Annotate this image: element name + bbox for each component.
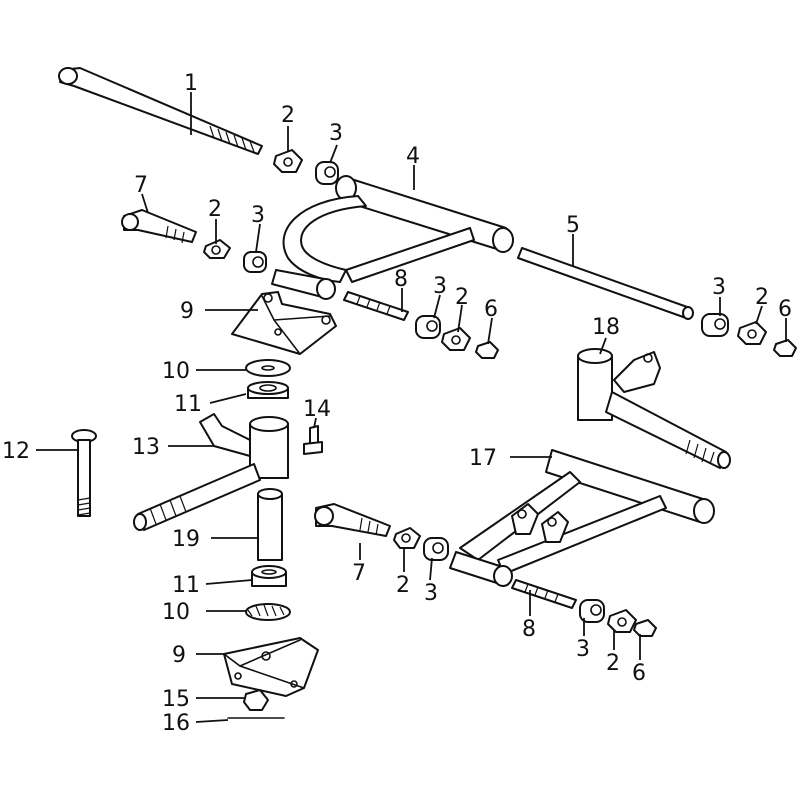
part-2-washer-lower-b (607, 609, 637, 633)
callout-7: 7 (352, 561, 366, 586)
callout-2: 2 (606, 651, 620, 676)
callout-14: 14 (303, 397, 331, 422)
part-8-pin-upper (343, 291, 409, 321)
part-3-bushing-mid (415, 315, 441, 339)
callout-8: 8 (394, 267, 408, 292)
part-6-nut-mid (475, 341, 499, 359)
callout-19: 19 (172, 527, 200, 552)
callout-2: 2 (208, 197, 222, 222)
part-5-shaft (517, 247, 694, 320)
callout-3: 3 (576, 637, 590, 662)
part-1-long-bolt (58, 67, 263, 155)
part-3-bushing-upper-a (315, 161, 339, 185)
part-2-washer-right (737, 321, 767, 345)
callout-9: 9 (172, 643, 186, 668)
callout-3: 3 (712, 275, 726, 300)
part-19-sleeve (257, 488, 283, 561)
callout-17: 17 (469, 446, 497, 471)
part-12-vertical-bolt (71, 429, 97, 517)
part-3-bushing-upper-b (243, 251, 267, 273)
callout-10: 10 (162, 359, 190, 384)
part-2-washer-mid (441, 327, 471, 351)
part-9-bracket-lower (223, 637, 319, 697)
part-6-nut-right (773, 339, 797, 357)
part-10-washer-upper (245, 359, 291, 377)
part-14-screw (303, 425, 323, 455)
callout-11: 11 (174, 392, 202, 417)
callout-5: 5 (566, 213, 580, 238)
part-17-lower-arm (449, 449, 715, 587)
part-18-spindle (577, 348, 731, 469)
part-3-bushing-lower-a (423, 537, 449, 561)
callout-3: 3 (251, 203, 265, 228)
leader-lines (36, 92, 787, 723)
part-13-pivot-tube (133, 413, 289, 531)
part-8-pin-lower (511, 579, 577, 609)
callout-16: 16 (162, 711, 190, 736)
part-3-bushing-right (701, 313, 729, 337)
callout-6: 6 (484, 297, 498, 322)
callout-3: 3 (329, 121, 343, 146)
callout-2: 2 (281, 103, 295, 128)
callout-13: 13 (132, 435, 160, 460)
callout-2: 2 (755, 285, 769, 310)
part-7-bolt-upper (121, 209, 197, 244)
callout-2: 2 (396, 573, 410, 598)
callout-8: 8 (522, 617, 536, 642)
callout-18: 18 (592, 315, 620, 340)
callout-3: 3 (433, 274, 447, 299)
callout-10: 10 (162, 600, 190, 625)
part-15-nut (243, 689, 269, 711)
part-2-washer-lower-a (393, 527, 421, 549)
part-10-washer-lower (245, 603, 291, 621)
callout-9: 9 (180, 299, 194, 324)
callout-12: 12 (2, 439, 30, 464)
part-6-nut-lower (633, 619, 657, 637)
part-11-bushing-lower (251, 565, 287, 587)
callout-numbers: 1 2 3 4 7 2 3 5 8 3 2 6 3 2 6 9 18 10 11… (2, 71, 792, 736)
callout-1: 1 (184, 71, 198, 96)
part-2-washer-upper-b (203, 239, 231, 259)
callout-4: 4 (406, 144, 420, 169)
part-4-upper-arm (271, 175, 514, 300)
callout-3: 3 (424, 581, 438, 606)
callout-2: 2 (455, 285, 469, 310)
part-7-bolt-lower (314, 503, 391, 537)
callout-7: 7 (134, 173, 148, 198)
callout-6: 6 (778, 297, 792, 322)
callout-6: 6 (632, 661, 646, 686)
part-3-bushing-lower-b (579, 599, 605, 623)
part-11-bushing-upper (247, 381, 289, 399)
part-2-washer-upper-a (273, 149, 303, 173)
callout-15: 15 (162, 687, 190, 712)
part-9-bracket-upper (231, 291, 337, 355)
callout-11: 11 (172, 573, 200, 598)
